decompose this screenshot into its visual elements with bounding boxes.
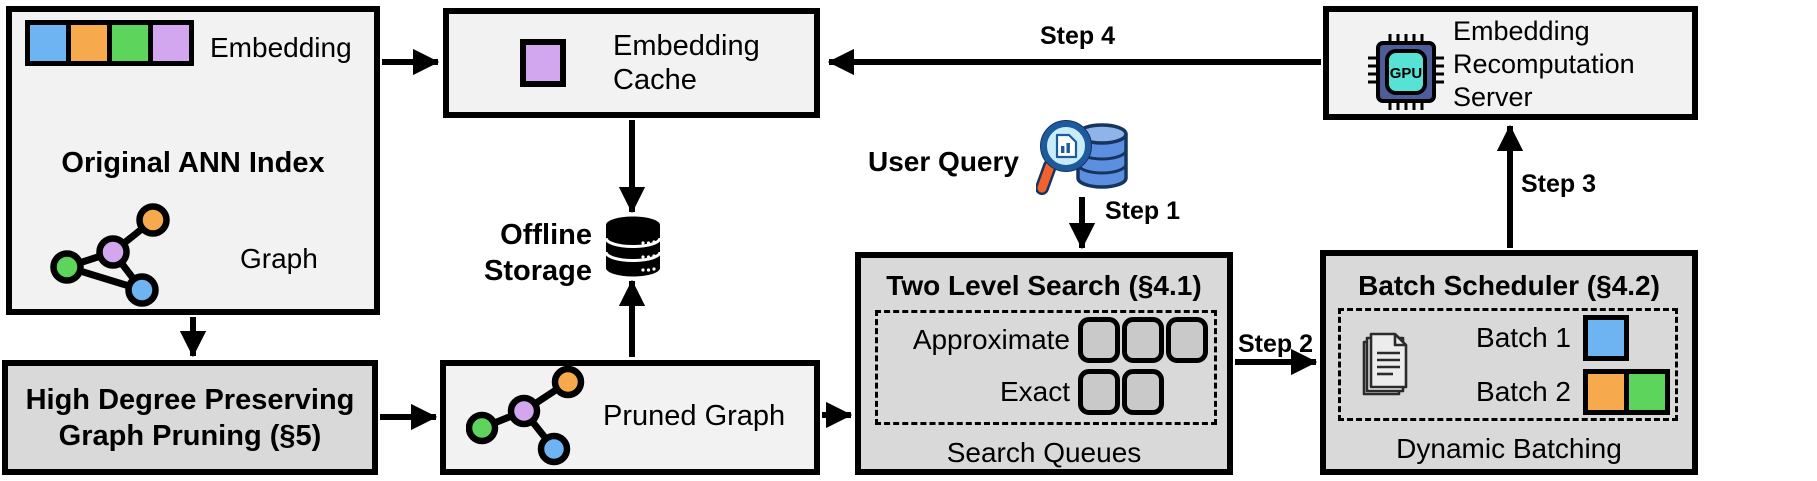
recomputation-server-label: Embedding Recomputation Server [1453, 15, 1635, 114]
pruning-label-line2: Graph Pruning (§5) [58, 419, 322, 452]
two-level-search-box: Two Level Search (§4.1) Approximate Exac… [855, 252, 1233, 475]
exact-queue-row: Exact [878, 369, 1214, 415]
batch2-square-green [1624, 369, 1670, 415]
embedding-cell-purple [153, 25, 189, 61]
approximate-queue-slots [1078, 317, 1208, 363]
server-label-line1: Embedding [1453, 16, 1590, 46]
step2-label: Step 2 [1238, 330, 1314, 358]
approximate-label: Approximate [912, 324, 1070, 355]
server-label-line2: Recomputation [1453, 49, 1635, 79]
query-search-icon [1036, 120, 1128, 195]
queue-slot [1122, 369, 1164, 415]
batch2-label: Batch 2 [1476, 376, 1571, 407]
graph-icon [50, 203, 170, 307]
batch-scheduler-box: Batch Scheduler (§4.2) Batch 1 [1320, 250, 1698, 475]
offline-storage-label: Offline Storage [452, 217, 592, 289]
queue-slot [1122, 317, 1164, 363]
graph-label: Graph [240, 243, 318, 274]
embedding-cache-box: Embedding Cache [443, 8, 820, 118]
batch1-label: Batch 1 [1476, 322, 1571, 353]
batch1-row: Batch 1 [1441, 315, 1629, 361]
search-queues-label: Search Queues [946, 437, 1142, 468]
gpu-chip-icon: GPU [1368, 34, 1444, 110]
dynamic-batching-panel: Batch 1 Batch 2 [1338, 308, 1678, 421]
database-icon [604, 216, 662, 277]
user-query-label: User Query [868, 146, 1019, 177]
embedding-cache-line2: Cache [613, 64, 697, 96]
server-label-line3: Server [1453, 82, 1533, 112]
embedding-cache-line1: Embedding [613, 30, 760, 62]
pruned-graph-box: Pruned Graph [440, 360, 820, 475]
embedding-cell-green [112, 25, 148, 61]
batch-scheduler-title: Batch Scheduler (§4.2) [1358, 270, 1660, 301]
queue-slot [1078, 369, 1120, 415]
original-ann-index-box: Embedding Original ANN Index Graph [6, 6, 380, 315]
batch1-square-blue [1583, 315, 1629, 361]
graph-pruning-box: High Degree Preserving Graph Pruning (§5… [2, 360, 378, 475]
queue-slot [1078, 317, 1120, 363]
original-ann-index-title: Original ANN Index [61, 147, 325, 179]
batch2-row: Batch 2 [1441, 369, 1670, 415]
embedding-cell-blue [30, 25, 66, 61]
pruning-label-line1: High Degree Preserving [25, 383, 355, 416]
recomputation-server-box: GPU Embedding Recomputation Server [1323, 6, 1698, 120]
offline-storage-line1: Offline [500, 219, 592, 251]
offline-storage-line2: Storage [484, 255, 592, 287]
step4-label: Step 4 [1040, 22, 1116, 50]
embedding-cache-label: Embedding Cache [613, 29, 760, 97]
dynamic-batching-label: Dynamic Batching [1396, 433, 1622, 464]
cached-embedding-square [520, 39, 566, 87]
embedding-vector-icon [25, 20, 194, 66]
batch2-square-orange [1583, 369, 1629, 415]
pruned-graph-label: Pruned Graph [603, 400, 786, 432]
queue-slot [1166, 317, 1208, 363]
step3-label: Step 3 [1521, 170, 1597, 198]
exact-label: Exact [999, 376, 1070, 407]
step1-label: Step 1 [1105, 197, 1181, 225]
approximate-queue-row: Approximate [878, 317, 1214, 363]
pruned-graph-icon [466, 366, 585, 466]
two-level-search-title: Two Level Search (§4.1) [886, 270, 1202, 301]
embedding-label: Embedding [210, 32, 352, 63]
exact-queue-slots [1078, 369, 1164, 415]
search-queues-panel: Approximate Exact [875, 310, 1217, 425]
documents-icon [1362, 332, 1408, 396]
gpu-text: GPU [1390, 65, 1423, 82]
embedding-cell-orange [71, 25, 107, 61]
